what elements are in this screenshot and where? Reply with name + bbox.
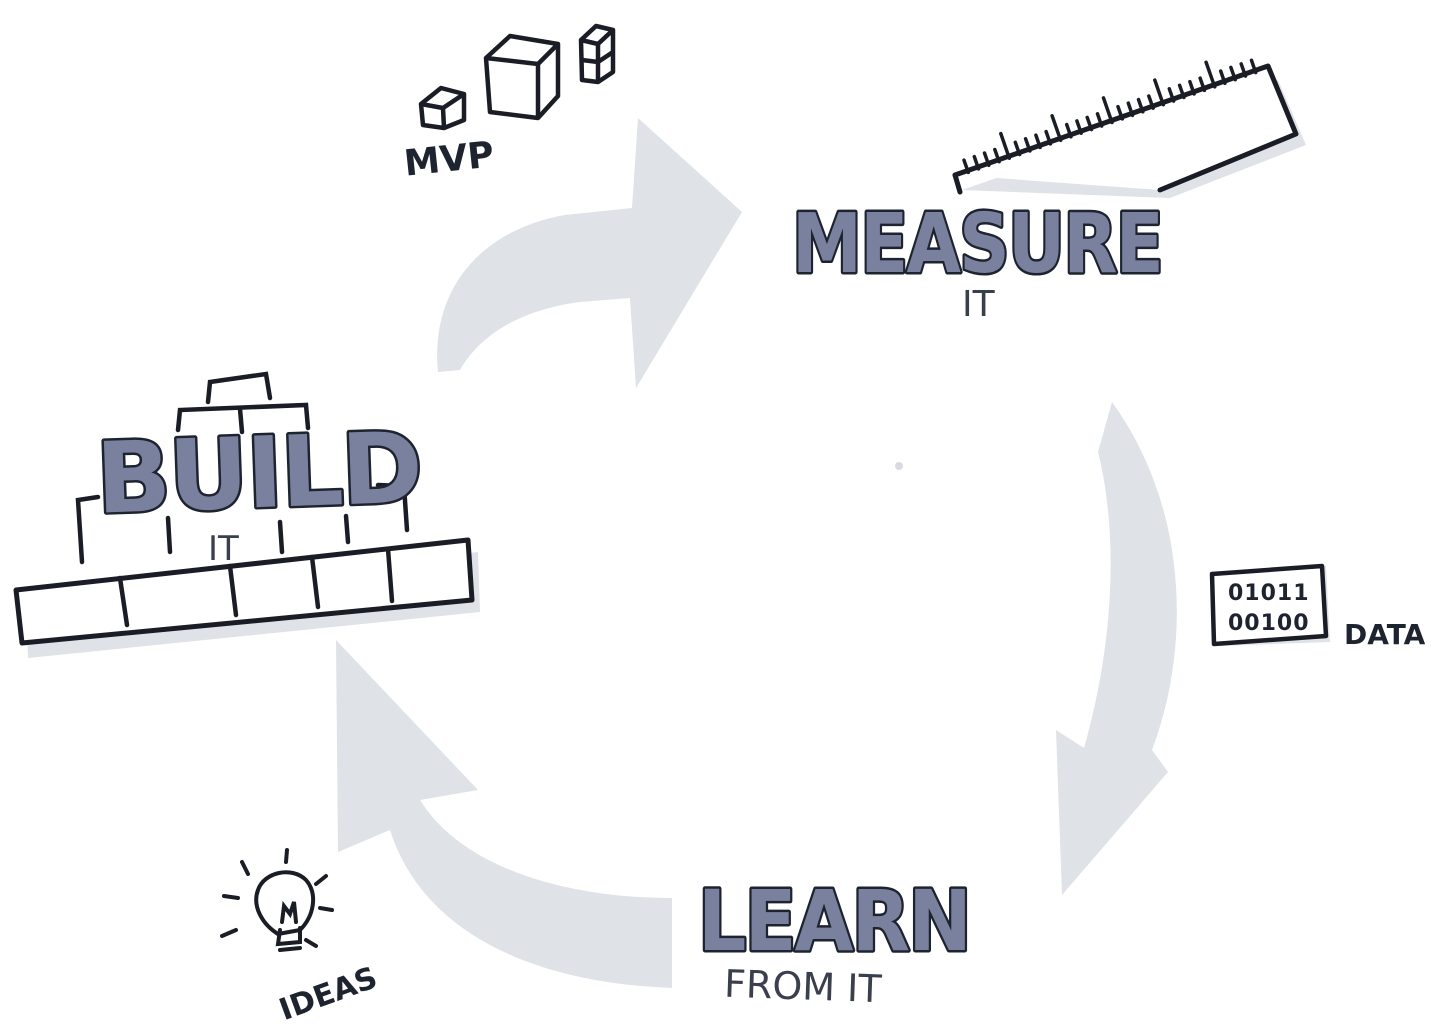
ruler-tick: [1013, 140, 1022, 157]
ruler-tick: [1064, 122, 1073, 139]
ruler-tick: [1023, 137, 1032, 153]
ruler-tick: [999, 131, 1012, 160]
mvp-label: MVP: [402, 134, 496, 184]
ruler-icon: [952, 58, 1306, 198]
ruler-tick: [1198, 76, 1207, 93]
building-blocks-icon: [13, 371, 480, 658]
ruler-tick: [1218, 69, 1227, 86]
ruler-tick: [1050, 114, 1063, 143]
ruler-tick: [1249, 58, 1258, 75]
ruler-tick: [1204, 60, 1217, 89]
measure-node: MEASURE IT: [790, 58, 1306, 325]
data-screen-icon: 01011 00100: [1209, 563, 1330, 647]
cycle-arrows: [336, 118, 1177, 988]
ruler-tick: [993, 147, 1001, 164]
data-row-1: 01011: [1228, 581, 1310, 606]
ruler-tick: [1167, 87, 1176, 103]
measure-subtitle: IT: [962, 284, 996, 325]
data-row-2: 00100: [1228, 611, 1310, 636]
build-node: BUILD IT: [13, 371, 480, 658]
ruler-tick: [1126, 101, 1135, 118]
ruler-tick: [1034, 133, 1042, 150]
center-dot: [895, 462, 903, 470]
ruler-tick: [1044, 129, 1053, 146]
build-subtitle: IT: [208, 529, 239, 569]
ruler-tick: [1188, 79, 1196, 96]
ruler-tick: [1239, 62, 1248, 78]
ideas-annotation: IDEAS: [220, 848, 382, 1027]
ruler-tick: [1229, 65, 1237, 82]
ruler-tick: [1075, 119, 1083, 135]
ruler-tick: [972, 154, 981, 171]
ruler-tick: [1116, 104, 1125, 121]
learn-node: LEARN FROM IT: [696, 870, 975, 1012]
data-annotation: 01011 00100 DATA: [1209, 563, 1426, 651]
ruler-tick: [1085, 115, 1094, 132]
data-label: DATA: [1344, 618, 1426, 651]
cubes-icon: [418, 23, 616, 131]
ruler-tick: [1177, 83, 1186, 100]
measure-title: MEASURE: [792, 197, 1162, 292]
arrow-learn-to-build: [336, 640, 672, 988]
learn-subtitle: FROM IT: [723, 962, 883, 1011]
build-title: BUILD: [94, 411, 422, 536]
ruler-tick: [1147, 94, 1155, 110]
arrow-build-to-measure: [437, 118, 742, 388]
ruler-tick: [1101, 96, 1114, 125]
ruler-tick: [1095, 112, 1104, 128]
ruler-tick: [1153, 78, 1166, 107]
mvp-annotation: MVP: [402, 23, 616, 185]
ideas-label: IDEAS: [275, 960, 382, 1027]
lightbulb-icon: [220, 848, 334, 952]
learn-title: LEARN: [698, 872, 970, 970]
ruler-tick: [1136, 97, 1145, 114]
ruler-tick: [962, 158, 971, 175]
arrow-measure-to-learn: [1056, 402, 1177, 895]
ruler-tick: [982, 151, 991, 168]
